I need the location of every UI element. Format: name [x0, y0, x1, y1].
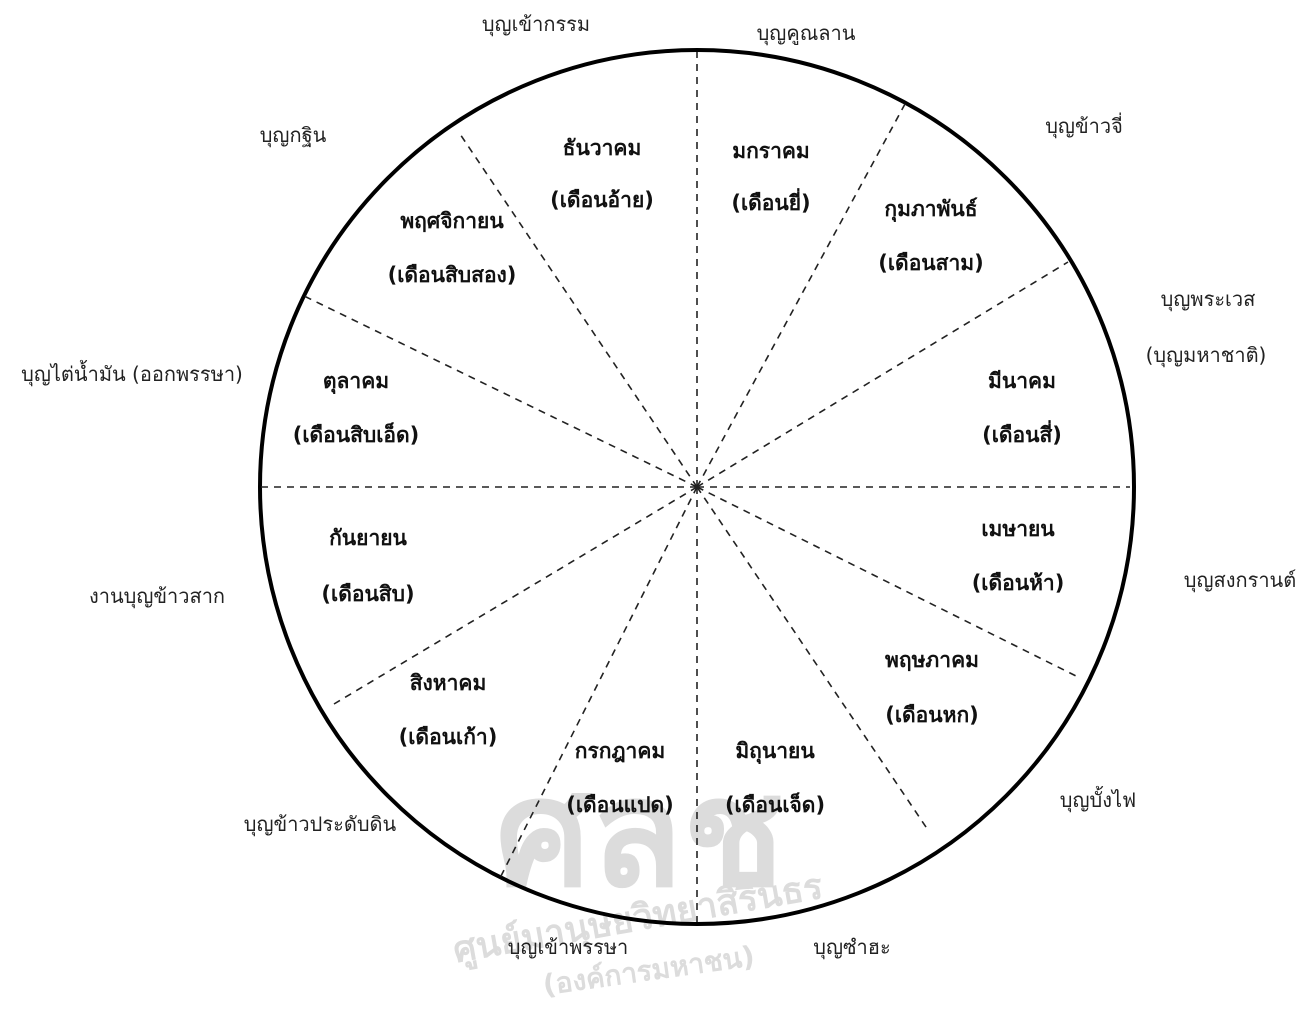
festival-label: (บุญมหาชาติ): [1146, 343, 1267, 368]
festival-label: บุญพระเวส: [1161, 287, 1256, 312]
month-local-name: (เดือนสิบเอ็ด): [293, 421, 420, 447]
month-name: กรกฎาคม: [575, 739, 666, 763]
month-local-name: (เดือนสิบ): [321, 582, 414, 606]
month-local-name: (เดือนห้า): [972, 571, 1065, 595]
month-local-name: (เดือนเก้า): [399, 725, 498, 749]
festival-label: งานบุญข้าวสาก: [89, 584, 225, 609]
month-local-name: (เดือนหก): [885, 703, 979, 727]
festival-label: บุญเข้าพรรษา: [508, 935, 629, 960]
festival-label: บุญซำฮะ: [813, 935, 891, 960]
month-local-name: (เดือนยี่): [731, 187, 810, 215]
month-local-name: (เดือนสิบสอง): [388, 263, 517, 287]
divider-line: [499, 486, 698, 879]
divider-line: [301, 294, 698, 488]
festival-labels: บุญเข้ากรรม บุญคูณลาน บุญข้าวจี่ บุญพระเ…: [21, 12, 1296, 960]
month-name: เมษายน: [981, 517, 1055, 541]
month-name: กุมภาพันธ์: [884, 197, 977, 223]
month-name: สิงหาคม: [410, 671, 487, 695]
month-dividers: [261, 52, 1130, 922]
divider-line: [333, 486, 698, 705]
festival-label: บุญข้าวจี่: [1045, 112, 1123, 139]
month-name: มีนาคม: [988, 369, 1056, 393]
month-name: พฤษภาคม: [885, 648, 979, 672]
month-local-name: (เดือนอ้าย): [550, 188, 654, 212]
month-local-name: (เดือนสี่): [982, 419, 1062, 447]
month-local-name: (เดือนเจ็ด): [725, 791, 825, 817]
month-local-name: (เดือนสาม): [878, 251, 983, 275]
month-name: กันยายน: [329, 526, 407, 550]
month-name: ธันวาคม: [563, 136, 642, 160]
month-name: มิถุนายน: [735, 739, 815, 765]
month-name: พฤศจิกายน: [400, 209, 504, 233]
watermark-logo: ศลช: [496, 747, 785, 921]
divider-line: [696, 486, 929, 831]
festival-label: บุญกฐิน: [260, 123, 327, 148]
divider-line: [459, 133, 698, 488]
festival-label: บุญไต่น้ำมัน (ออกพรรษา): [21, 360, 243, 387]
month-labels: มกราคม (เดือนยี่) กุมภาพันธ์ (เดือนสาม) …: [293, 136, 1065, 817]
divider-line: [696, 486, 1077, 677]
watermark: ศลช ศูนย์มานุษยวิทยาสิรินธร (องค์การมหาช…: [450, 747, 827, 1002]
month-local-name: (เดือนแปด): [566, 793, 673, 817]
festival-label: บุญสงกรานต์: [1184, 568, 1296, 593]
festival-label: บุญเข้ากรรม: [482, 12, 590, 37]
festival-label: บุญคูณลาน: [757, 21, 856, 46]
festival-label: บุญข้าวประดับดิน: [244, 812, 397, 837]
calendar-wheel: [258, 48, 1136, 926]
month-name: ตุลาคม: [323, 369, 389, 395]
month-name: มกราคม: [732, 139, 810, 163]
festival-label: บุญบั้งไฟ: [1060, 786, 1136, 813]
